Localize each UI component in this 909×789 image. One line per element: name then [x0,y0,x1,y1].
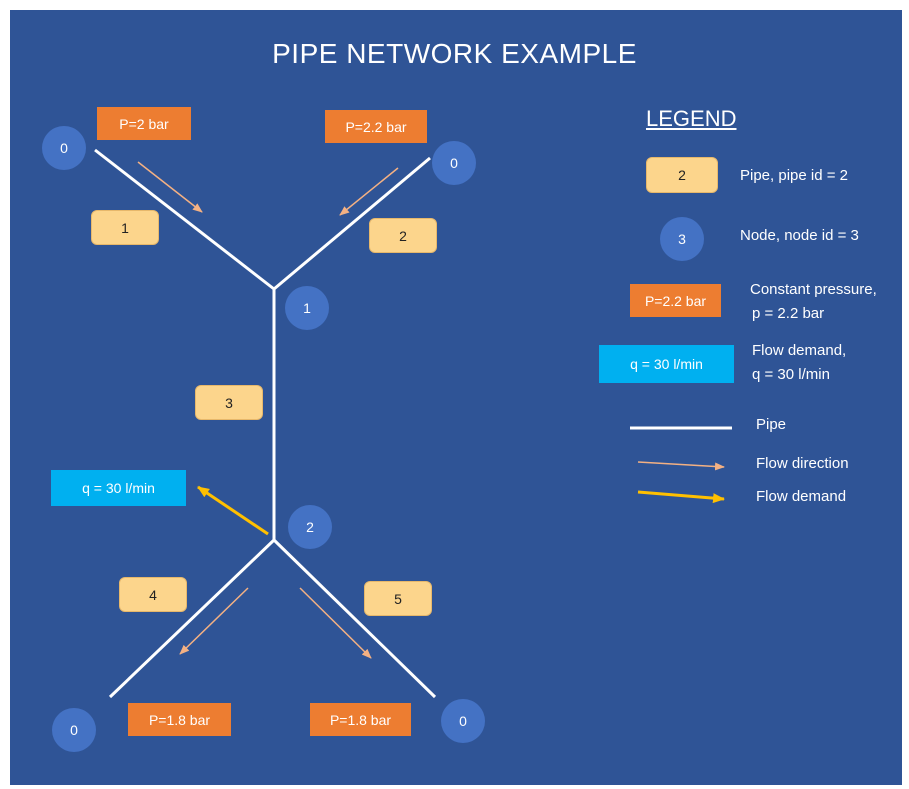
demand-arrow [197,485,269,536]
legend-pressure-desc-1: Constant pressure, [750,281,877,298]
legend-pressure-desc-2: p = 2.2 bar [752,305,825,322]
pipe-1-line [94,148,275,291]
flow-arrow-pipe-2 [339,167,399,216]
node-bottom-right: 0 [441,699,485,743]
legend-pipe-sample: 2 [646,157,718,193]
pipe-4-line [108,538,276,699]
legend-demand-desc-2: q = 30 l/min [752,366,830,383]
pipe-5-line [272,538,437,699]
legend-demand-arrow [637,490,725,504]
node-top-left: 0 [42,126,86,170]
legend-title: LEGEND [646,106,737,131]
legend-flow-direction-label: Flow direction [756,455,849,472]
pressure-box-top-left: P=2 bar [97,107,191,140]
pipe-label-1: 1 [91,210,159,245]
pressure-box-top-right: P=2.2 bar [325,110,427,143]
pipe-label-4: 4 [119,577,187,612]
node-1: 1 [285,286,329,330]
legend-pipe-line-label: Pipe [756,416,787,433]
node-top-right: 0 [432,141,476,185]
pipe-label-3: 3 [195,385,263,420]
legend-node-desc: Node, node id = 3 [740,227,859,244]
flow-arrow-pipe-5 [299,587,372,659]
pressure-box-bottom-right: P=1.8 bar [310,703,411,736]
node-2: 2 [288,505,332,549]
legend-demand-sample: q = 30 l/min [599,345,734,383]
legend-flow-demand-label: Flow demand [756,488,847,505]
legend-flow-arrow [637,461,725,471]
node-bottom-left: 0 [52,708,96,752]
legend-pressure-sample: P=2.2 bar [630,284,721,317]
pressure-box-bottom-left: P=1.8 bar [128,703,231,736]
pipe-label-5: 5 [364,581,432,616]
flow-arrow-pipe-1 [137,161,203,213]
flow-arrow-pipe-4 [179,587,249,655]
diagram-title: PIPE NETWORK EXAMPLE [272,38,637,69]
pipe-label-2: 2 [369,218,437,253]
legend-demand-desc-1: Flow demand, [752,342,847,359]
demand-box: q = 30 l/min [51,470,186,506]
legend-node-sample: 3 [660,217,704,261]
legend-pipe-desc: Pipe, pipe id = 2 [740,167,848,184]
pipe-2-line [273,156,431,291]
